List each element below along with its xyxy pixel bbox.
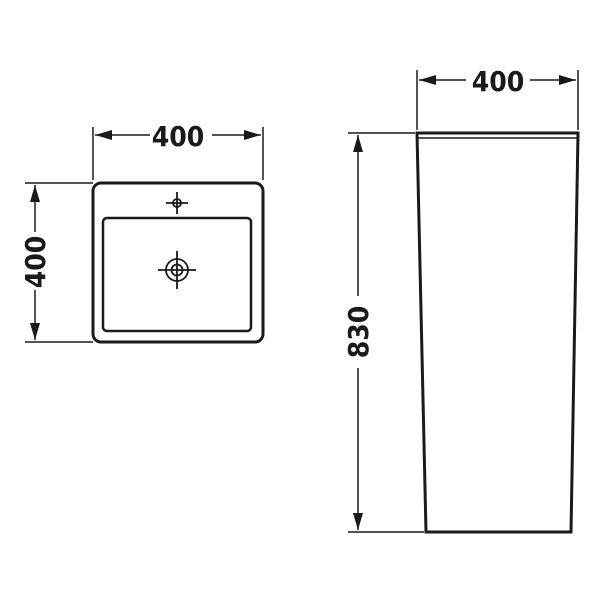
side-width-dimension bbox=[416, 70, 579, 130]
top-depth-dimension bbox=[25, 182, 93, 343]
side-height-label: 830 bbox=[342, 306, 375, 359]
drain-icon bbox=[158, 251, 196, 289]
faucet-hole-icon bbox=[166, 192, 188, 214]
basin-bowl-outline bbox=[101, 216, 253, 333]
top-view bbox=[25, 127, 265, 344]
top-width-label: 400 bbox=[152, 120, 205, 153]
pedestal-outline bbox=[415, 131, 580, 534]
side-height-dimension bbox=[348, 132, 424, 533]
side-view bbox=[348, 70, 580, 534]
side-width-label: 400 bbox=[472, 65, 525, 98]
basin-outer-outline bbox=[91, 181, 265, 344]
top-width-dimension bbox=[92, 127, 264, 180]
top-depth-label: 400 bbox=[19, 236, 52, 289]
